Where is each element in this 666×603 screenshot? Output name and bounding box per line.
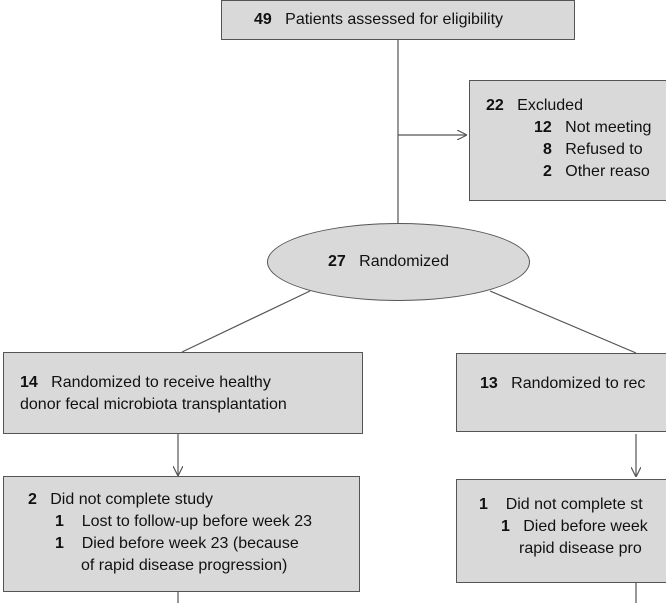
excluded-reason-label: Refused to — [565, 141, 643, 158]
excluded-reason-count: 2 — [543, 163, 552, 180]
left-followup-reason-label: Died before week 23 (because — [81, 535, 299, 552]
excluded-reason-label: Not meeting — [565, 119, 652, 136]
left-allocation-count: 14 — [20, 374, 38, 391]
left-followup-reason-line2: of rapid disease progression) — [81, 557, 288, 574]
right-allocation-count: 13 — [480, 375, 498, 392]
right-followup-box: 1 Did not complete st 1 Died before week… — [456, 479, 666, 583]
excluded-reason-label: Other reaso — [565, 163, 650, 180]
left-followup-reason-count: 1 — [55, 535, 64, 552]
left-followup-label: Did not complete study — [50, 491, 213, 508]
randomized-label: Randomized — [359, 253, 449, 270]
excluded-reason-count: 12 — [534, 119, 552, 136]
randomized-count: 27 — [328, 253, 346, 270]
left-allocation-box: 14 Randomized to receive healthy donor f… — [3, 352, 363, 434]
excluded-reason-count: 8 — [543, 141, 552, 158]
left-allocation-line2: donor fecal microbiota transplantation — [20, 396, 287, 413]
right-followup-label: Did not complete st — [505, 496, 643, 513]
right-followup-reason-count: 1 — [501, 518, 510, 535]
left-followup-box: 2 Did not complete study 1 Lost to follo… — [3, 476, 360, 592]
left-followup-reason-count: 1 — [55, 513, 64, 530]
screening-box: 49 Patients assessed for eligibility — [221, 0, 575, 40]
right-allocation-box: 13 Randomized to rec — [456, 353, 666, 432]
excluded-count: 22 — [486, 97, 504, 114]
screening-count: 49 — [254, 11, 272, 28]
excluded-box: 22 Excluded 12 Not meeting 8 Refused to … — [469, 80, 666, 201]
right-followup-reason-label: Died before week — [523, 518, 648, 535]
left-allocation-line1: Randomized to receive healthy — [51, 374, 271, 391]
left-followup-count: 2 — [28, 491, 37, 508]
right-allocation-label: Randomized to rec — [511, 375, 646, 392]
right-followup-count: 1 — [479, 496, 488, 513]
left-followup-reason-label: Lost to follow-up before week 23 — [81, 513, 313, 530]
connector-randomized-left — [181, 290, 311, 353]
connector-randomized-right — [489, 290, 637, 354]
screening-label: Patients assessed for eligibility — [285, 11, 504, 28]
excluded-label: Excluded — [517, 97, 583, 114]
right-followup-reason-line2: rapid disease pro — [519, 540, 642, 557]
randomized-ellipse: 27 Randomized — [267, 223, 530, 301]
